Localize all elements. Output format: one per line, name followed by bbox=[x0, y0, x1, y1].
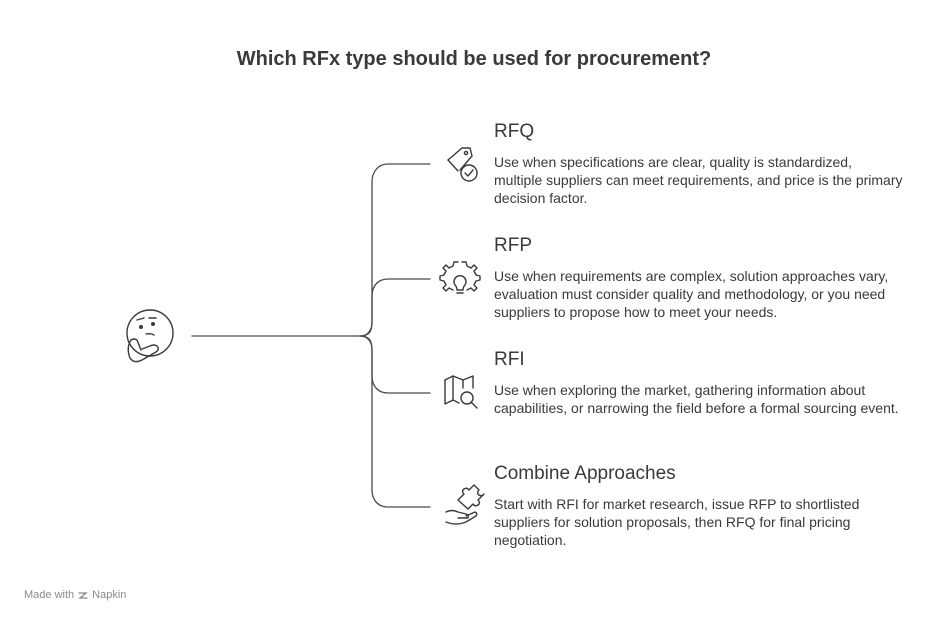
option-title: RFI bbox=[494, 349, 525, 370]
thinking-face-icon bbox=[126, 309, 174, 363]
branch-line-combine bbox=[359, 335, 431, 508]
option-rfi: RFI Use when exploring the market, gathe… bbox=[494, 348, 904, 417]
branch-line-rfi bbox=[359, 335, 431, 394]
map-search-icon bbox=[444, 375, 478, 409]
gear-lightbulb-icon bbox=[439, 261, 481, 294]
option-title: RFQ bbox=[494, 121, 535, 142]
option-description: Start with RFI for market research, issu… bbox=[494, 496, 860, 548]
price-tag-check-icon bbox=[447, 147, 478, 182]
napkin-brand: Napkin bbox=[78, 589, 126, 601]
napkin-brand-label: Napkin bbox=[92, 589, 127, 601]
option-description: Use when exploring the market, gathering… bbox=[494, 382, 899, 416]
option-rfp: RFP Use when requirements are complex, s… bbox=[494, 234, 904, 321]
branch-line-rfq bbox=[359, 163, 431, 337]
puzzle-hand-icon bbox=[445, 484, 485, 525]
option-title: Combine Approaches bbox=[494, 463, 676, 484]
footer-credit[interactable]: Made with Napkin bbox=[24, 589, 126, 601]
napkin-logo-icon bbox=[78, 591, 88, 599]
option-title: RFP bbox=[494, 235, 532, 256]
branch-line-rfp bbox=[359, 278, 431, 337]
page-title: Which RFx type should be used for procur… bbox=[236, 48, 712, 70]
option-rfq: RFQ Use when specifications are clear, q… bbox=[494, 120, 904, 207]
option-combine-approaches: Combine Approaches Start with RFI for ma… bbox=[494, 462, 904, 549]
made-with-label: Made with bbox=[24, 589, 75, 601]
option-description: Use when requirements are complex, solut… bbox=[494, 268, 889, 320]
option-description: Use when specifications are clear, quali… bbox=[494, 154, 903, 206]
